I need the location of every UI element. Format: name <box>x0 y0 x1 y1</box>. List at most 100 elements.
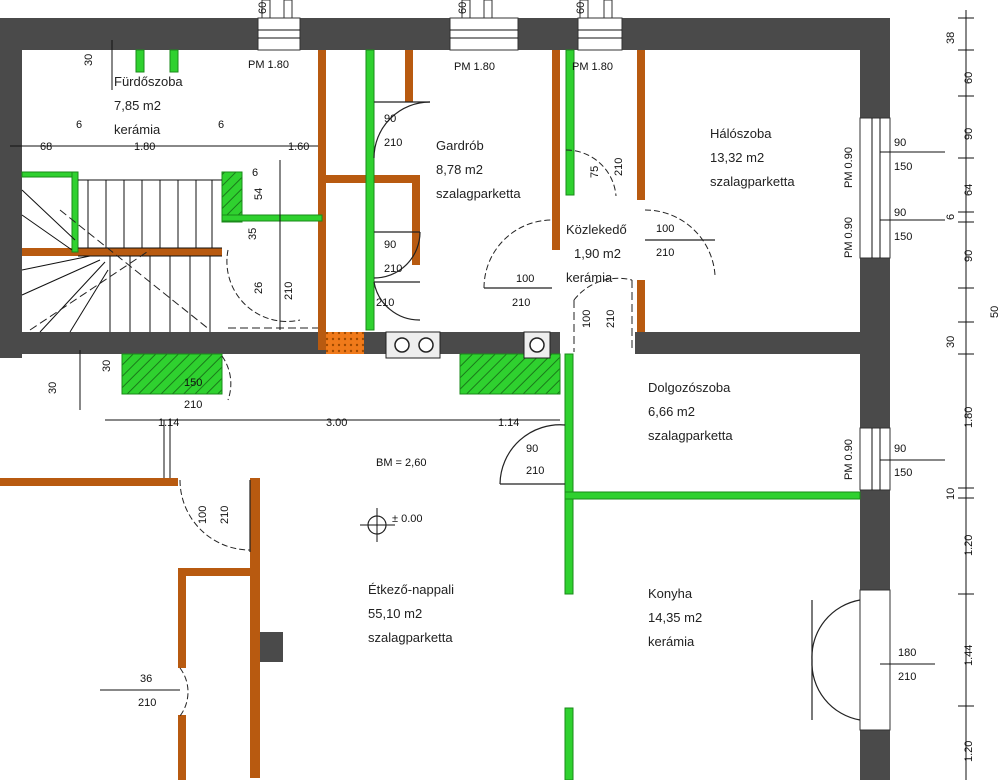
dim-text: 100 <box>581 310 593 328</box>
top-windows <box>257 0 623 51</box>
dimension-texts: 30 6 6 68 1.80 1.60 54 6 35 26 210 90 21… <box>40 32 1000 762</box>
dim-text: 210 <box>526 465 544 477</box>
parapet-label: PM 1.80 <box>248 59 289 71</box>
dim-text: 6 <box>945 214 957 220</box>
dim-text: 60 <box>963 72 975 84</box>
parapet-label: PM 1.80 <box>572 61 613 73</box>
room-wardrobe: Gardrób 8,78 m2 szalagparketta <box>436 138 521 201</box>
dim-text: 210 <box>184 399 202 411</box>
appliances <box>385 331 551 359</box>
room-name: Dolgozószoba <box>648 380 731 395</box>
room-name: Közlekedő <box>566 222 627 237</box>
room-name: Hálószoba <box>710 126 772 141</box>
dim-text: 30 <box>83 54 95 66</box>
dim-text: 90 <box>963 128 975 140</box>
dim-text: 210 <box>613 158 625 176</box>
dim-text: 90 <box>526 443 538 455</box>
dim-text: 35 <box>247 228 259 240</box>
dim-text: 180 <box>898 647 916 659</box>
green-partitions <box>21 49 861 780</box>
room-hall: Közlekedő 1,90 m2 kerámia <box>566 222 627 285</box>
dim-text: 210 <box>138 697 156 709</box>
dim-text: 150 <box>894 161 912 173</box>
dim-text: 210 <box>283 282 295 300</box>
dim-text: 210 <box>219 506 231 524</box>
room-bathroom: Fürdőszoba 7,85 m2 kerámia <box>114 74 183 137</box>
dim-text: 6 <box>252 167 258 179</box>
dim-text: 75 <box>589 166 601 178</box>
dim-text: 1.44 <box>963 645 975 666</box>
dim-text: 60 <box>457 2 469 14</box>
dimension-lines <box>10 10 967 780</box>
right-windows <box>859 117 891 731</box>
dim-text: 60 <box>575 2 587 14</box>
parapet-label: PM 0.90 <box>843 147 855 188</box>
dim-text: 90 <box>894 137 906 149</box>
room-floor: kerámia <box>648 634 695 649</box>
room-floor: szalagparketta <box>436 186 521 201</box>
room-area: 13,32 m2 <box>710 150 764 165</box>
dim-text: 210 <box>512 297 530 309</box>
dim-text: 64 <box>963 184 975 196</box>
room-floor: kerámia <box>566 270 613 285</box>
dim-text: 1.20 <box>963 741 975 762</box>
room-floor: szalagparketta <box>368 630 453 645</box>
room-living: Étkező-nappali 55,10 m2 szalagparketta <box>368 582 454 645</box>
room-name: Gardrób <box>436 138 484 153</box>
dim-text: 1.14 <box>158 417 179 429</box>
dim-text: 100 <box>656 223 674 235</box>
dim-text: 30 <box>101 360 113 372</box>
dim-text: 60 <box>257 2 269 14</box>
dim-text: 90 <box>384 113 396 125</box>
dim-text: 150 <box>184 377 202 389</box>
dim-text: 210 <box>605 310 617 328</box>
room-area: 14,35 m2 <box>648 610 702 625</box>
dim-text: 3.00 <box>326 417 347 429</box>
dim-text: 90 <box>384 239 396 251</box>
parapet-label: PM 1.80 <box>454 61 495 73</box>
dim-text: 1.60 <box>288 141 309 153</box>
room-area: 8,78 m2 <box>436 162 483 177</box>
room-name: Fürdőszoba <box>114 74 183 89</box>
dim-text: 210 <box>376 297 394 309</box>
room-area: 55,10 m2 <box>368 606 422 621</box>
dim-text: 210 <box>898 671 916 683</box>
staircase <box>21 179 222 333</box>
bm-label: BM = 2,60 <box>376 457 426 469</box>
interior-walls <box>0 50 645 780</box>
dim-text: 10 <box>945 488 957 500</box>
room-study: Dolgozószoba 6,66 m2 szalagparketta <box>648 380 733 443</box>
dim-text: 210 <box>384 263 402 275</box>
dim-text: 1.80 <box>963 407 975 428</box>
dim-text: 150 <box>894 467 912 479</box>
dim-text: 90 <box>894 207 906 219</box>
dim-text: 6 <box>218 119 224 131</box>
room-floor: szalagparketta <box>648 428 733 443</box>
room-name: Konyha <box>648 586 693 601</box>
dim-text: 30 <box>945 336 957 348</box>
level-label: ± 0.00 <box>392 513 423 525</box>
room-area: 7,85 m2 <box>114 98 161 113</box>
room-area: 6,66 m2 <box>648 404 695 419</box>
dim-text: 68 <box>40 141 52 153</box>
room-name: Étkező-nappali <box>368 582 454 597</box>
dim-text: 150 <box>894 231 912 243</box>
dim-text: 38 <box>945 32 957 44</box>
dim-text: 26 <box>253 282 265 294</box>
room-area: 1,90 m2 <box>574 246 621 261</box>
dim-text: 1.20 <box>963 535 975 556</box>
dim-text: 50 <box>989 306 1000 318</box>
dim-text: 100 <box>197 506 209 524</box>
dim-text: 36 <box>140 673 152 685</box>
dim-text: 1.80 <box>134 141 155 153</box>
room-bedroom: Hálószoba 13,32 m2 szalagparketta <box>710 126 795 189</box>
parapet-label: PM 0.90 <box>843 439 855 480</box>
room-floor: kerámia <box>114 122 161 137</box>
dimension-ticks <box>958 17 974 707</box>
dim-text: 6 <box>76 119 82 131</box>
dim-text: 30 <box>47 382 59 394</box>
dim-text: 100 <box>516 273 534 285</box>
dim-text: 54 <box>253 188 265 200</box>
dim-text: 210 <box>656 247 674 259</box>
